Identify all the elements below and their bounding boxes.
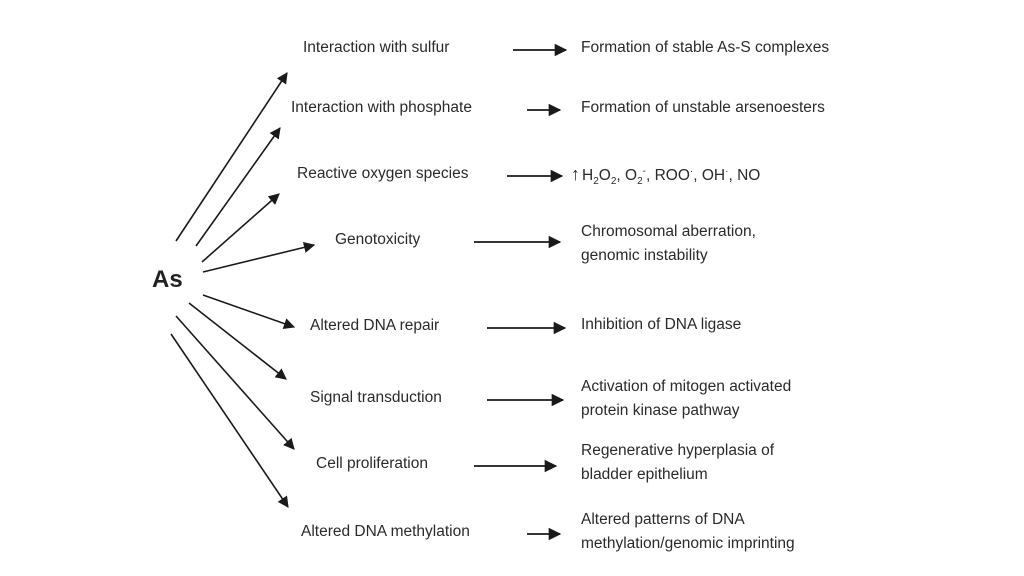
effect-signal-transduction: Activation of mitogen activated protein … [581, 375, 791, 423]
fan-arrow-proliferation [175, 315, 295, 450]
effect-cell-proliferation: Regenerative hyperplasia of bladder epit… [581, 439, 774, 487]
mechanism-genotoxicity: Genotoxicity [335, 231, 421, 248]
effect-line: Chromosomal aberration, [581, 223, 756, 240]
mechanism-cell-proliferation: Cell proliferation [316, 455, 428, 472]
source-node-as: As [152, 266, 183, 293]
effect-sulfur: Formation of stable As-S complexes [581, 36, 829, 60]
effect-line: Formation of unstable arsenoesters [581, 99, 825, 116]
effect-line: Activation of mitogen activated [581, 378, 792, 395]
mechanism-phosphate: Interaction with phosphate [291, 99, 472, 116]
fan-arrow-methylation [170, 333, 289, 508]
effect-line: Inhibition of DNA ligase [581, 316, 742, 333]
effect-line: protein kinase pathway [581, 402, 740, 419]
fan-arrow-phosphate [195, 127, 281, 247]
effect-line: genomic instability [581, 247, 708, 264]
fan-arrow-genotoxicity [202, 241, 316, 273]
mechanism-signal-transduction: Signal transduction [310, 389, 442, 406]
effect-ros: ↑H2O2, O2-, ROO·, OH·, NO [571, 162, 760, 188]
effect-ros-text: H2O2, O2-, ROO·, OH·, NO [582, 165, 761, 188]
effect-line: Regenerative hyperplasia of [581, 442, 775, 459]
effect-genotoxicity: Chromosomal aberration, genomic instabil… [581, 220, 756, 268]
effect-line: Formation of stable As-S complexes [581, 39, 830, 56]
up-arrow-icon: ↑ [571, 164, 580, 184]
fan-arrow-signal [188, 302, 287, 380]
effect-line: Altered patterns of DNA [581, 511, 745, 528]
mechanism-sulfur: Interaction with sulfur [303, 39, 450, 56]
effect-line: bladder epithelium [581, 466, 708, 483]
mechanism-dna-repair: Altered DNA repair [310, 317, 440, 334]
fan-arrow-dna-repair [202, 294, 296, 329]
effect-dna-methylation: Altered patterns of DNA methylation/geno… [581, 508, 795, 556]
mechanism-dna-methylation: Altered DNA methylation [301, 523, 470, 540]
fan-arrow-ros [201, 193, 280, 263]
fan-arrow-sulfur [175, 72, 288, 242]
effect-line: methylation/genomic imprinting [581, 535, 795, 552]
mechanism-ros: Reactive oxygen species [297, 165, 469, 182]
effect-phosphate: Formation of unstable arsenoesters [581, 96, 825, 120]
effect-dna-repair: Inhibition of DNA ligase [581, 313, 741, 337]
